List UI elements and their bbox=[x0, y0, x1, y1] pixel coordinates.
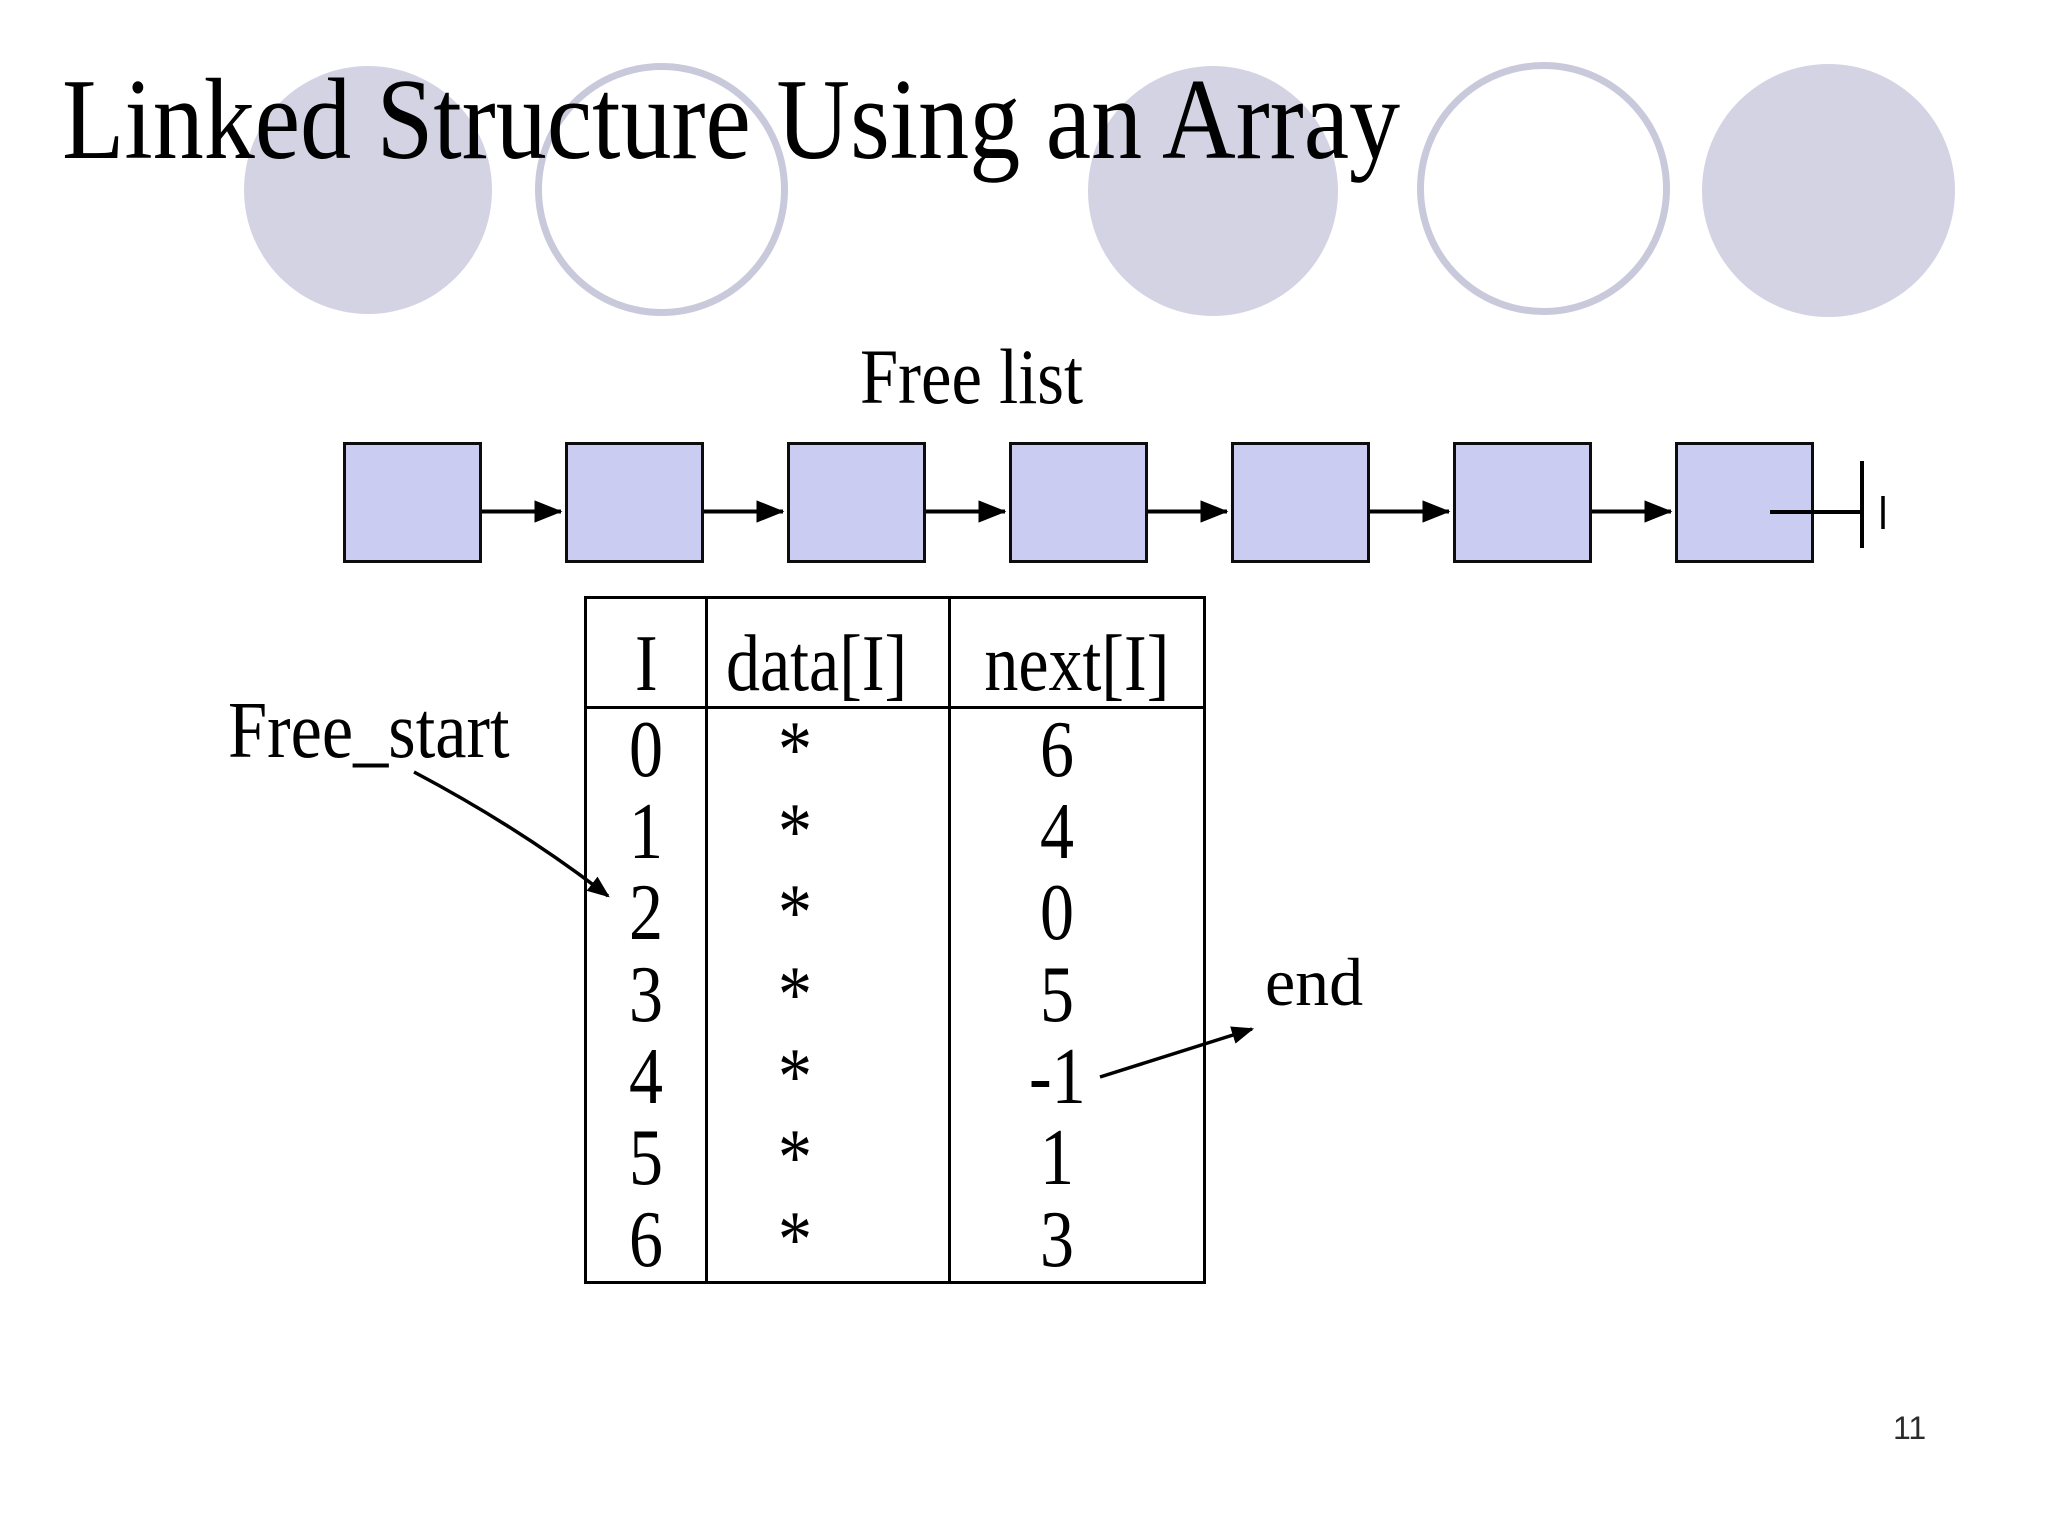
table-cell: * bbox=[708, 1035, 951, 1118]
table-cell: 3 bbox=[1040, 1196, 1074, 1285]
table-cell: * bbox=[708, 1117, 951, 1200]
table-cell: 3 bbox=[587, 954, 708, 1036]
table-cell: * bbox=[708, 872, 951, 955]
table-cell: 2 bbox=[587, 872, 708, 955]
table-cell: -1 bbox=[1028, 1032, 1086, 1121]
table-cell: 5 bbox=[587, 1117, 708, 1200]
decorative-circle-outlined bbox=[1417, 62, 1670, 315]
table-cell: 6 bbox=[587, 1199, 708, 1281]
page-title-text: Linked Structure Using an Array bbox=[62, 56, 1401, 184]
table-cell: 6 bbox=[1040, 705, 1074, 794]
decorative-circle-filled bbox=[244, 66, 492, 314]
table-cell: 1 bbox=[587, 790, 708, 873]
free-list-label: Free list bbox=[860, 333, 1084, 420]
table-cell: 1 bbox=[1040, 1114, 1074, 1203]
table-cell: * bbox=[708, 709, 951, 791]
table-cell: 4 bbox=[587, 1035, 708, 1118]
page-title: Linked Structure Using an Array bbox=[62, 62, 1583, 178]
table-cell: 0 bbox=[1040, 869, 1074, 958]
column-header: data[I] bbox=[708, 599, 951, 709]
free-list-node bbox=[1009, 442, 1148, 563]
column-header: I bbox=[587, 599, 708, 709]
table-cell: * bbox=[708, 1199, 951, 1281]
column-header: next[I] bbox=[951, 599, 1203, 709]
table-cell: * bbox=[708, 790, 951, 873]
decorative-circle-outlined bbox=[535, 63, 788, 316]
free-list-node bbox=[1231, 442, 1370, 563]
free-list-node bbox=[343, 442, 482, 563]
free-start-arrow bbox=[413, 770, 610, 898]
free-list-node bbox=[565, 442, 704, 563]
page-number: 11 bbox=[1893, 1410, 1927, 1446]
free-list-node bbox=[1453, 442, 1592, 563]
decorative-circle-filled bbox=[1702, 64, 1955, 317]
table-cell: 4 bbox=[1040, 787, 1074, 876]
table-cell: 0 bbox=[587, 709, 708, 791]
free-start-label: Free_start bbox=[228, 687, 510, 775]
free-list-node bbox=[1675, 442, 1814, 563]
free-list-node bbox=[787, 442, 926, 563]
table-cell: 5 bbox=[1040, 950, 1074, 1039]
end-label: end bbox=[1265, 944, 1364, 1020]
table-cell: * bbox=[708, 954, 951, 1036]
decorative-circle-filled bbox=[1088, 66, 1338, 316]
